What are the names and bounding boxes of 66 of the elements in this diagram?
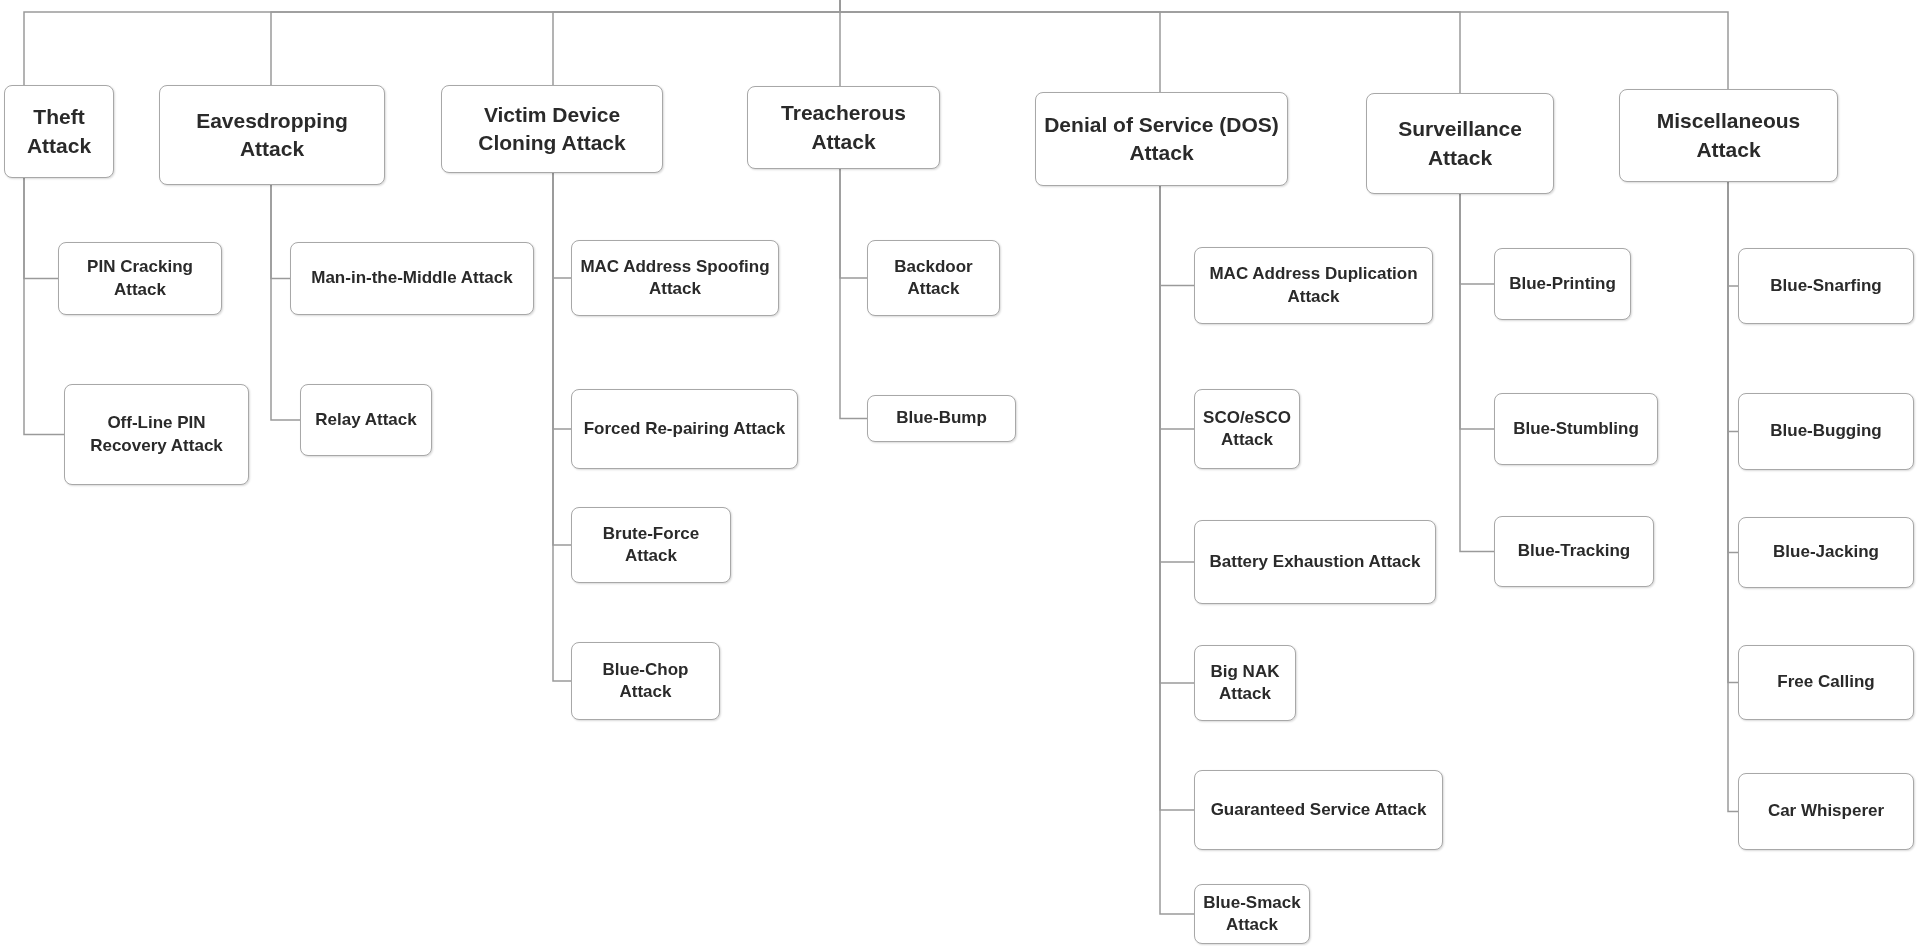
attack-box	[1494, 393, 1658, 465]
box-label: Blue-Bugging	[1770, 420, 1882, 443]
attack-box	[1738, 645, 1914, 720]
attack-box	[867, 395, 1016, 442]
attack-box	[290, 242, 534, 315]
box-label: MAC Address Duplication Attack	[1208, 263, 1419, 308]
attack-box	[1194, 520, 1436, 604]
attack-box	[1494, 248, 1631, 320]
attack-box	[58, 242, 222, 315]
box-label: Man-in-the-Middle Attack	[311, 267, 513, 290]
connector-line	[839, 168, 868, 420]
box-label: MAC Address Spoofing Attack	[580, 255, 770, 300]
box-label: Car Whisperer	[1767, 800, 1885, 823]
box-label: Theft Attack	[25, 104, 93, 159]
box-label: Blue-Stumbling	[1513, 417, 1639, 440]
category-box	[441, 85, 663, 173]
box-label: Battery Exhaustion Attack	[1209, 550, 1421, 573]
connector-line	[23, 177, 65, 436]
attack-box	[1738, 248, 1914, 324]
connector-line	[839, 0, 1729, 90]
attack-box	[1738, 393, 1914, 470]
box-label: Forced Re-pairing Attack	[583, 417, 786, 440]
box-label: PIN Cracking Attack	[86, 256, 194, 301]
attack-box	[571, 507, 731, 583]
attack-box	[1194, 645, 1296, 721]
box-label: Victim Device Cloning Attack	[477, 101, 627, 156]
attack-box	[571, 642, 720, 720]
box-label: Guaranteed Service Attack	[1210, 798, 1427, 821]
box-label: Backdoor Attack	[893, 255, 974, 300]
box-label: Brute-Force Attack	[601, 522, 701, 567]
box-label: Blue-Snarfing	[1770, 274, 1882, 297]
attack-box	[1194, 884, 1310, 944]
category-box	[1619, 89, 1838, 182]
attack-box	[867, 240, 1000, 316]
box-label: Blue-Jacking	[1773, 541, 1879, 564]
box-label: Free Calling	[1777, 671, 1875, 694]
box-label: Denial of Service (DOS) Attack	[1044, 111, 1279, 166]
attack-box	[1194, 247, 1433, 324]
attack-box	[1194, 770, 1443, 850]
box-label: Blue-Bump	[896, 407, 987, 430]
box-label: Relay Attack	[315, 408, 417, 431]
category-box	[159, 85, 385, 185]
attack-box	[1194, 389, 1300, 469]
attack-box	[300, 384, 432, 456]
box-label: Blue-Tracking	[1517, 540, 1631, 563]
box-label: Treacherous Attack	[780, 100, 907, 155]
attack-box	[571, 240, 779, 316]
category-box	[1035, 92, 1288, 186]
attack-box	[1494, 516, 1654, 587]
box-label: SCO/eSCO Attack	[1203, 406, 1291, 451]
box-label: Blue-Chop Attack	[601, 658, 690, 703]
box-label: Big NAK Attack	[1209, 660, 1281, 705]
box-label: Blue-Printing	[1509, 272, 1616, 295]
connector-line	[270, 184, 301, 421]
box-label: Off-Line PIN Recovery Attack	[89, 412, 224, 457]
box-label: Blue-Smack Attack	[1203, 891, 1301, 936]
attack-box	[64, 384, 249, 485]
category-box	[4, 85, 114, 178]
box-label: Miscellaneous Attack	[1655, 108, 1802, 163]
attack-box	[1738, 773, 1914, 850]
box-label: Surveillance Attack	[1397, 116, 1523, 171]
attack-box	[571, 389, 798, 469]
category-box	[747, 86, 940, 169]
box-label: Eavesdropping Attack	[195, 107, 349, 162]
category-box	[1366, 93, 1554, 194]
attack-box	[1738, 517, 1914, 588]
